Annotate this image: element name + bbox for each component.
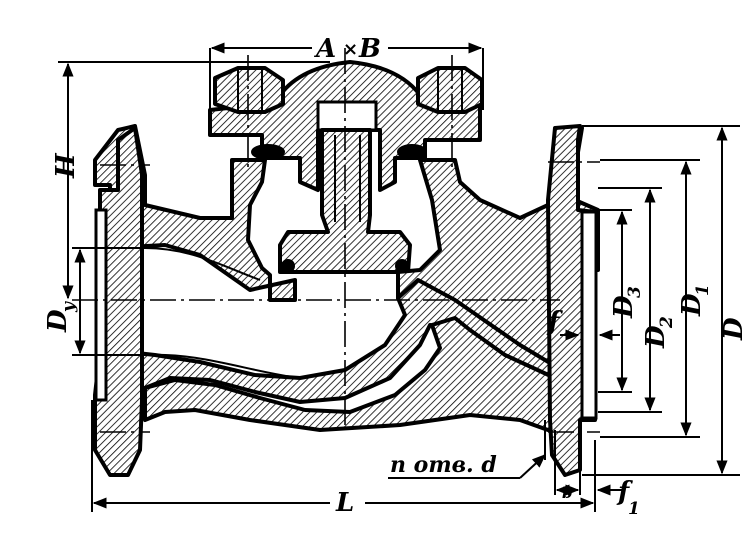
dimension-socket — [598, 209, 632, 393]
svg-text:D: D — [609, 295, 639, 319]
valve-body — [93, 124, 600, 477]
svg-text:D: D — [641, 325, 671, 349]
label-holes-note: n отв. d — [390, 452, 497, 478]
svg-text:B: B — [358, 34, 381, 64]
label-face-height: f — [546, 307, 563, 337]
svg-text:A: A — [313, 34, 336, 64]
label-nominal-diameter: D y — [43, 301, 79, 333]
dimension-flange-outer — [582, 125, 740, 476]
bore-lower-line — [144, 353, 301, 379]
svg-text:×: × — [343, 39, 358, 60]
label-socket-diameter: D 3 — [609, 286, 645, 319]
label-bolt-circle-diameter: D 1 — [677, 284, 713, 317]
label-face-height-1: f 1 — [616, 477, 640, 519]
gasket-right — [397, 144, 427, 160]
dimension-length — [91, 400, 596, 512]
dimension-flange-thickness — [554, 430, 622, 496]
label-height: H — [51, 152, 81, 179]
label-raised-face-diameter: D 2 — [641, 316, 677, 349]
label-flange-thickness: b — [562, 484, 573, 502]
svg-text:D: D — [677, 293, 707, 317]
dimension-nominal-diameter — [72, 247, 150, 356]
bolt-head-right — [416, 66, 484, 114]
dimension-cover-size — [209, 42, 484, 110]
dimension-bolt-circle — [600, 159, 700, 438]
bore-upper-line — [144, 247, 261, 281]
svg-text:2: 2 — [657, 316, 677, 329]
label-length: L — [335, 488, 354, 518]
svg-text:D: D — [43, 309, 73, 333]
dimension-height — [58, 61, 330, 300]
seal-ring-left — [281, 259, 295, 273]
bolt-head-left — [213, 66, 285, 114]
label-cover-size: A × B — [313, 34, 381, 64]
svg-text:f: f — [616, 477, 633, 507]
gasket-left — [251, 144, 285, 160]
svg-text:y: y — [59, 301, 79, 313]
holes-leader — [388, 420, 547, 479]
label-flange-outer-diameter: D — [719, 317, 744, 341]
svg-text:1: 1 — [628, 499, 640, 519]
dimension-raised-face — [598, 187, 662, 413]
svg-text:3: 3 — [625, 286, 645, 298]
svg-text:1: 1 — [693, 284, 713, 296]
